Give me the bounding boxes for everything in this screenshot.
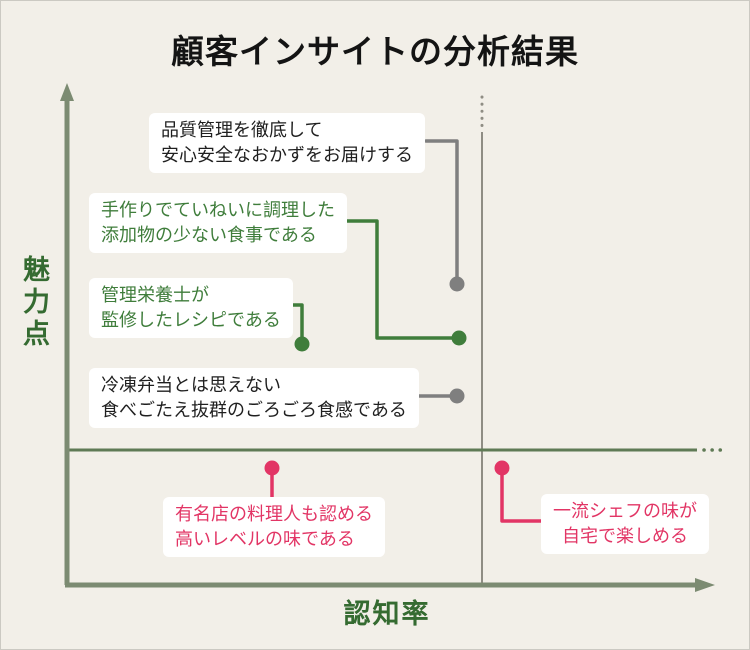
- y-axis-arrow: [60, 83, 74, 101]
- connector-handmade-few-additives: [339, 219, 461, 340]
- insight-label-line: 一流シェフの味が: [553, 501, 697, 521]
- insight-label-line: 管理栄養士が: [101, 285, 209, 305]
- x-axis-label: 認知率: [343, 599, 431, 629]
- point-chef-taste-at-home: [494, 460, 510, 476]
- point-hearty-texture: [449, 388, 465, 404]
- insight-label-line: 有名店の料理人も認める: [175, 504, 373, 524]
- insight-label-chef-taste-at-home: 一流シェフの味が 自宅で楽しめる: [541, 494, 709, 554]
- point-handmade-few-additives: [451, 330, 467, 346]
- insight-label-handmade-few-additives: 手作りでていねいに調理した 添加物の少ない食事である: [89, 193, 347, 253]
- point-dietitian-supervised: [294, 336, 310, 352]
- insight-label-line: 手作りでていねいに調理した: [101, 200, 335, 220]
- insight-label-line: 監修したレシピである: [101, 309, 281, 330]
- page-title: 顧客インサイトの分析結果: [171, 33, 579, 70]
- point-quality-safety: [449, 276, 465, 292]
- y-axis-label: 魅力点: [19, 255, 49, 351]
- insight-label-line: 安心安全なおかずをお届けする: [161, 144, 413, 165]
- point-famous-restaurant-taste: [264, 460, 280, 476]
- x-axis-arrow: [695, 578, 715, 592]
- insight-label-line: 自宅で楽しめる: [562, 525, 688, 546]
- insight-label-quality-safety: 品質管理を徹底して 安心安全なおかずをお届けする: [149, 113, 425, 173]
- insight-label-line: 高いレベルの味である: [175, 528, 355, 549]
- insight-label-line: 添加物の少ない食事である: [101, 224, 317, 245]
- connector-chef-taste-at-home: [500, 466, 549, 523]
- insight-label-hearty-texture: 冷凍弁当とは思えない 食べごたえ抜群のごろごろ食感である: [89, 368, 419, 428]
- insight-label-dietitian-supervised: 管理栄養士が 監修したレシピである: [89, 278, 293, 338]
- insight-label-famous-restaurant-taste: 有名店の料理人も認める 高いレベルの味である: [163, 497, 385, 557]
- connector-quality-safety: [424, 139, 459, 286]
- insight-label-line: 食べごたえ抜群のごろごろ食感である: [101, 399, 407, 420]
- insight-label-line: 品質管理を徹底して: [161, 120, 323, 140]
- insight-label-line: 冷凍弁当とは思えない: [101, 375, 281, 395]
